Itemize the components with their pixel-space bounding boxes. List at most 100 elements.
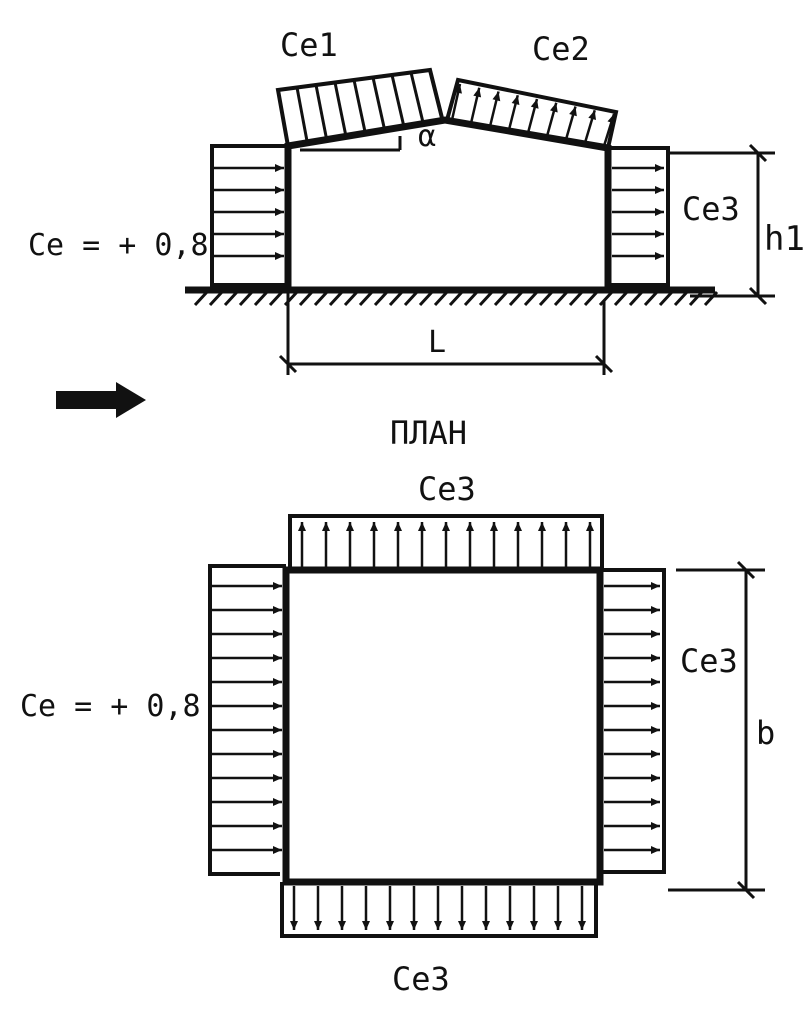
roof-angle-label: α bbox=[418, 119, 436, 154]
load-arrow bbox=[212, 726, 282, 734]
load-arrow bbox=[212, 798, 282, 806]
wind-direction-arrow bbox=[56, 382, 146, 418]
load-arrow bbox=[612, 186, 664, 194]
windward-label: Ce = + 0,8 bbox=[28, 228, 209, 263]
load-arrow bbox=[604, 630, 660, 638]
load-arrow bbox=[530, 886, 538, 930]
load-arrow bbox=[212, 702, 282, 710]
plan-right-label: Ce3 bbox=[680, 642, 738, 680]
load-arrow bbox=[604, 654, 660, 662]
load-arrow bbox=[482, 886, 490, 930]
load-arrow bbox=[370, 522, 378, 568]
load-arrow bbox=[212, 750, 282, 758]
depth-dimension bbox=[668, 560, 765, 900]
load-arrow bbox=[583, 109, 596, 144]
leeward-label: Ce3 bbox=[682, 190, 740, 228]
load-arrow bbox=[212, 822, 282, 830]
height-label: h1 bbox=[764, 219, 805, 259]
load-arrow bbox=[338, 886, 346, 930]
leeward-wall-load bbox=[608, 146, 670, 287]
span-label: L bbox=[428, 325, 446, 360]
ground-line bbox=[185, 286, 719, 307]
load-arrow bbox=[554, 886, 562, 930]
plan-right-load bbox=[600, 568, 666, 874]
load-arrow bbox=[314, 886, 322, 930]
plan-windward-label: Ce = + 0,8 bbox=[20, 689, 201, 724]
load-arrow bbox=[538, 522, 546, 568]
load-arrow bbox=[604, 606, 660, 614]
plan-view: b Ce = + 0,8 Ce3 Ce3 Ce3 bbox=[20, 470, 775, 998]
depth-label: b bbox=[756, 714, 775, 752]
plan-top-load bbox=[288, 514, 604, 570]
load-arrow bbox=[214, 230, 284, 238]
load-arrow bbox=[604, 774, 660, 782]
load-arrow bbox=[602, 113, 616, 147]
plan-title: ПЛАН bbox=[390, 414, 467, 452]
load-arrow bbox=[604, 798, 660, 806]
elevation-view: α h1 L Ce = + 0,8 Ce1 Ce2 Ce3 bbox=[28, 26, 805, 375]
load-arrow bbox=[490, 522, 498, 568]
plan-windward-load bbox=[208, 564, 286, 876]
load-arrow bbox=[507, 94, 520, 131]
load-arrow bbox=[458, 886, 466, 930]
roof-right-label: Ce2 bbox=[532, 30, 590, 68]
load-arrow bbox=[545, 102, 558, 137]
load-arrow bbox=[564, 106, 577, 140]
load-arrow bbox=[612, 230, 664, 238]
load-arrow bbox=[604, 678, 660, 686]
plan-bottom-label: Ce3 bbox=[392, 960, 450, 998]
load-arrow bbox=[442, 522, 450, 568]
load-arrow bbox=[394, 522, 402, 568]
load-arrow bbox=[450, 83, 462, 121]
load-arrow bbox=[488, 91, 501, 127]
load-arrow bbox=[212, 774, 282, 782]
load-arrow bbox=[466, 522, 474, 568]
load-arrow bbox=[290, 886, 298, 930]
load-arrow bbox=[322, 522, 330, 568]
load-arrow bbox=[418, 522, 426, 568]
height-dimension bbox=[670, 143, 775, 306]
load-arrow bbox=[604, 726, 660, 734]
load-arrow bbox=[562, 522, 570, 568]
load-arrow bbox=[604, 750, 660, 758]
load-arrow bbox=[214, 208, 284, 216]
load-arrow bbox=[214, 252, 284, 260]
load-arrow bbox=[604, 846, 660, 854]
load-arrow bbox=[604, 702, 660, 710]
plan-outline bbox=[282, 566, 604, 886]
plan-top-label: Ce3 bbox=[418, 470, 476, 508]
load-arrow bbox=[526, 98, 539, 134]
load-arrow bbox=[346, 522, 354, 568]
load-arrow bbox=[212, 606, 282, 614]
load-arrow bbox=[612, 208, 664, 216]
load-arrow bbox=[410, 886, 418, 930]
building-outline bbox=[284, 116, 612, 290]
load-arrow bbox=[212, 630, 282, 638]
load-arrow bbox=[212, 654, 282, 662]
load-arrow bbox=[578, 886, 586, 930]
load-arrow bbox=[612, 252, 664, 260]
load-arrow bbox=[214, 164, 284, 172]
roof-left-load bbox=[275, 67, 445, 147]
load-arrow bbox=[362, 886, 370, 930]
load-arrow bbox=[212, 582, 282, 590]
span-dimension bbox=[278, 292, 614, 375]
load-arrow bbox=[586, 522, 594, 568]
roof-angle-marker bbox=[300, 136, 402, 152]
load-arrow bbox=[604, 582, 660, 590]
roof-right-load bbox=[445, 77, 619, 149]
load-arrow bbox=[604, 822, 660, 830]
load-arrow bbox=[214, 186, 284, 194]
load-arrow bbox=[386, 886, 394, 930]
load-arrow bbox=[212, 846, 282, 854]
load-arrow bbox=[514, 522, 522, 568]
load-arrow bbox=[506, 886, 514, 930]
load-arrow bbox=[469, 87, 482, 124]
load-arrow bbox=[298, 522, 306, 568]
load-arrow bbox=[612, 164, 664, 172]
windward-wall-load bbox=[210, 144, 288, 287]
roof-left-label: Ce1 bbox=[280, 26, 338, 64]
load-arrow bbox=[434, 886, 442, 930]
plan-bottom-load bbox=[280, 882, 598, 938]
